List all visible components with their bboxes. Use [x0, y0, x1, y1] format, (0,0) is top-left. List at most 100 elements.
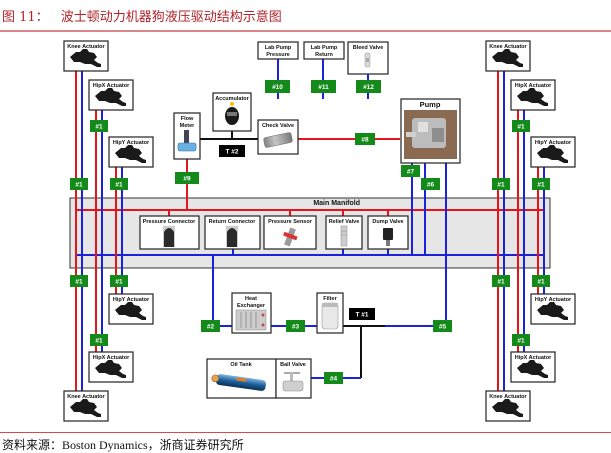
- lab-pump-return-box[interactable]: Lab Pump Return: [303, 41, 345, 60]
- svg-text:#1: #1: [115, 182, 123, 189]
- svg-text:#1: #1: [75, 182, 83, 189]
- heat-exchanger-box[interactable]: Heat Exchanger: [231, 292, 272, 334]
- tag-4: #4: [324, 372, 343, 384]
- svg-text:#3: #3: [292, 324, 300, 331]
- svg-text:#1: #1: [537, 279, 545, 286]
- relief-valve-box[interactable]: Relief Valve: [325, 215, 363, 250]
- svg-text:HipY Actuator: HipY Actuator: [535, 297, 572, 303]
- tag-1: #1: [532, 275, 550, 287]
- svg-text:#1: #1: [537, 182, 545, 189]
- svg-text:Filter: Filter: [323, 296, 337, 302]
- tag-9: #9: [175, 172, 199, 184]
- bleed-valve-box[interactable]: Bleed Valve: [347, 41, 389, 75]
- pressure-sensor-box[interactable]: Pressure Sensor: [263, 215, 317, 250]
- svg-text:HipY Actuator: HipY Actuator: [113, 140, 150, 146]
- filter-icon: [321, 302, 339, 330]
- tag-7: #7: [401, 165, 420, 177]
- svg-text:Pressure Sensor: Pressure Sensor: [268, 219, 313, 225]
- connector-icon: [226, 226, 238, 247]
- line-tags: #10 #11 #12 #8 #9 #7 #6 #2 #3 #5 #4 #1 #…: [70, 80, 550, 384]
- svg-text:#1: #1: [95, 338, 103, 345]
- dump-valve-box[interactable]: Dump Valve: [367, 215, 409, 250]
- left-hipx-actuator-bottom[interactable]: HipX Actuator: [88, 351, 134, 383]
- svg-text:Relief Valve: Relief Valve: [329, 219, 360, 225]
- pump-icon: [404, 110, 457, 159]
- top-divider: [0, 30, 611, 32]
- right-hipx-actuator-top[interactable]: HipX Actuator: [510, 79, 556, 111]
- svg-text:HipY Actuator: HipY Actuator: [535, 140, 572, 146]
- svg-text:Dump Valve: Dump Valve: [372, 219, 403, 225]
- svg-text:Return Connector: Return Connector: [209, 219, 257, 225]
- svg-text:#1: #1: [497, 279, 505, 286]
- right-hipx-actuator-bottom[interactable]: HipX Actuator: [510, 351, 556, 383]
- svg-text:HipX Actuator: HipX Actuator: [93, 83, 130, 89]
- bottom-divider: [0, 432, 611, 433]
- svg-text:HipY Actuator: HipY Actuator: [113, 297, 150, 303]
- pressure-connector-box[interactable]: Pressure Connector: [139, 215, 200, 250]
- figure-title: 波士顿动力机器狗液压驱动结构示意图: [60, 10, 282, 25]
- tag-1: #1: [90, 334, 108, 346]
- tag-2: #2: [201, 320, 220, 332]
- svg-text:Check Valve: Check Valve: [262, 123, 294, 129]
- svg-text:#2: #2: [207, 324, 215, 331]
- check-valve-box[interactable]: Check Valve: [257, 119, 299, 155]
- tag-1: #1: [492, 275, 510, 287]
- right-knee-actuator-bottom[interactable]: Knee Actuator: [485, 390, 531, 422]
- svg-text:Heat: Heat: [245, 296, 257, 302]
- tee-2-label: T #2: [219, 145, 245, 157]
- accumulator-box[interactable]: Accumulator: [212, 92, 252, 132]
- return-connector-box[interactable]: Return Connector: [204, 215, 261, 250]
- right-hipy-actuator-top[interactable]: HipY Actuator: [530, 136, 576, 168]
- tag-1: #1: [532, 178, 550, 190]
- tag-10: #10: [265, 80, 290, 93]
- svg-text:#6: #6: [427, 182, 435, 189]
- connector-icon: [163, 226, 175, 247]
- svg-text:HipX Actuator: HipX Actuator: [515, 83, 552, 89]
- check-valve-icon: [263, 132, 293, 148]
- svg-text:#1: #1: [497, 182, 505, 189]
- svg-text:Ball Valve: Ball Valve: [280, 362, 306, 368]
- left-knee-actuator-bottom[interactable]: Knee Actuator: [63, 390, 109, 422]
- svg-text:HipX Actuator: HipX Actuator: [93, 355, 130, 361]
- tag-1: #1: [110, 275, 128, 287]
- left-knee-actuator-top[interactable]: Knee Actuator: [63, 40, 109, 72]
- svg-text:#1: #1: [75, 279, 83, 286]
- svg-text:#10: #10: [272, 84, 283, 91]
- oil-tank-icon: [211, 374, 266, 391]
- svg-text:#11: #11: [318, 84, 329, 91]
- tag-1: #1: [90, 120, 108, 132]
- tag-1: #1: [110, 178, 128, 190]
- filter-box[interactable]: Filter: [316, 292, 344, 334]
- pump-box[interactable]: Pump: [400, 98, 461, 164]
- svg-text:#9: #9: [183, 176, 191, 183]
- svg-text:#1: #1: [517, 338, 525, 345]
- svg-text:Accumulator: Accumulator: [215, 96, 249, 102]
- svg-text:Bleed Valve: Bleed Valve: [353, 45, 384, 51]
- svg-text:T #1: T #1: [355, 312, 368, 319]
- left-hipy-actuator-bottom[interactable]: HipY Actuator: [108, 293, 154, 325]
- tag-1: #1: [70, 275, 88, 287]
- left-hipx-actuator-top[interactable]: HipX Actuator: [88, 79, 134, 111]
- tag-1: #1: [512, 334, 530, 346]
- svg-text:#7: #7: [407, 169, 415, 176]
- ball-valve-box[interactable]: Ball Valve: [275, 358, 312, 399]
- flow-meter-box[interactable]: Flow Meter: [173, 112, 201, 160]
- flow-meter-icon: [177, 130, 197, 152]
- lab-pump-pressure-box[interactable]: Lab Pump Pressure: [257, 41, 299, 60]
- right-hipy-actuator-bottom[interactable]: HipY Actuator: [530, 293, 576, 325]
- bleed-valve-icon: [364, 52, 371, 68]
- oil-tank-box[interactable]: Oil Tank: [206, 358, 277, 399]
- svg-text:T #2: T #2: [225, 149, 238, 156]
- svg-text:Pump: Pump: [420, 100, 441, 109]
- svg-text:Pressure Connector: Pressure Connector: [143, 219, 196, 225]
- svg-text:HipX Actuator: HipX Actuator: [515, 355, 552, 361]
- manifold-stubs: [168, 210, 389, 255]
- svg-text:#5: #5: [439, 324, 447, 331]
- source-note: 资料来源：Boston Dynamics，浙商证券研究所: [2, 438, 244, 452]
- left-hipy-actuator-top[interactable]: HipY Actuator: [108, 136, 154, 168]
- right-knee-actuator-top[interactable]: Knee Actuator: [485, 40, 531, 72]
- tag-3: #3: [286, 320, 305, 332]
- svg-text:Knee Actuator: Knee Actuator: [67, 44, 105, 50]
- manifold-label: Main Manifold: [313, 200, 360, 207]
